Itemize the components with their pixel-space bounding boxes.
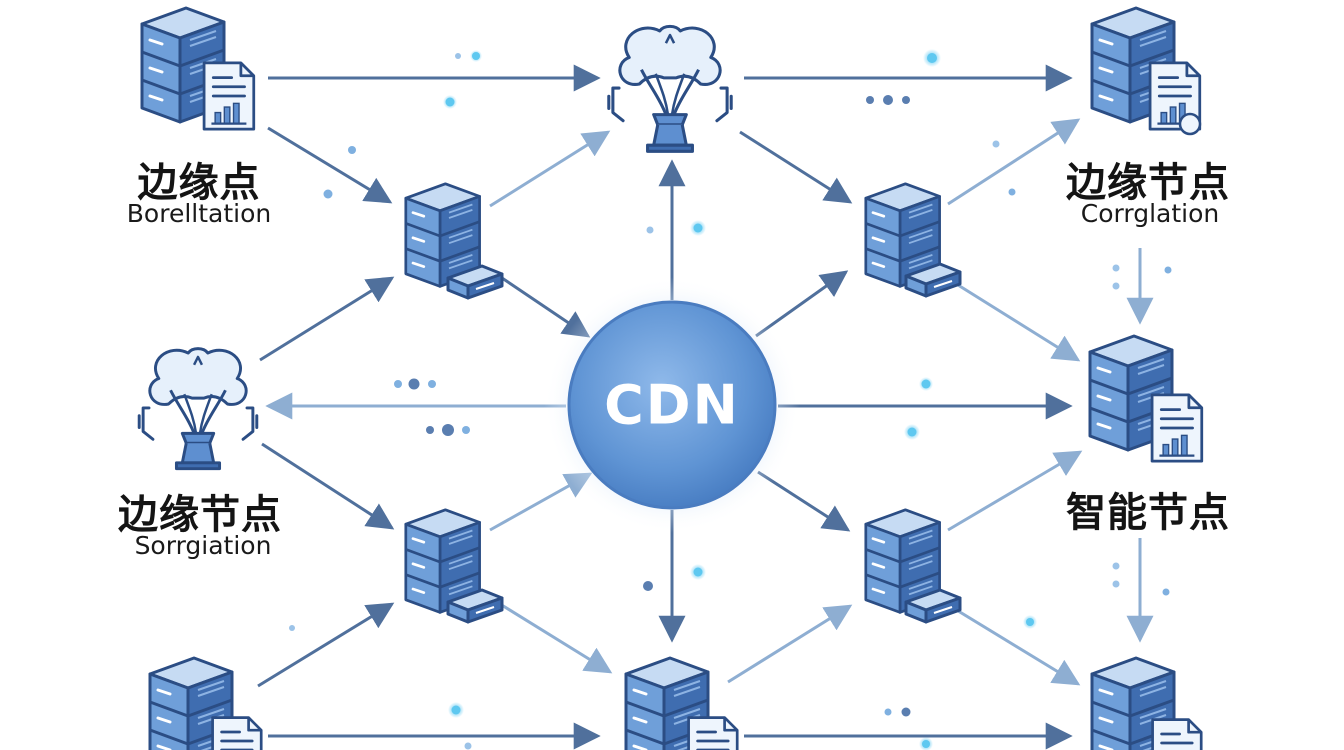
gear-badge-icon — [1178, 112, 1202, 136]
connection-arrows — [257, 64, 1154, 750]
server-node-right-middle — [1088, 334, 1204, 463]
data-particles — [289, 49, 1172, 750]
server-node-top-right — [1090, 6, 1202, 136]
document-chart-icon — [202, 61, 256, 131]
server-node-bottom-center — [624, 656, 739, 750]
fountain-origin-icon — [137, 347, 259, 471]
server-node-right-upper — [864, 182, 962, 298]
fountain-origin-icon — [607, 24, 733, 153]
origin-node-left — [137, 347, 259, 471]
node-title-top-right: 边缘节点 — [1066, 160, 1230, 206]
server-node-right-lower — [864, 508, 962, 624]
node-title-mid-right: 智能节点 — [1066, 490, 1230, 536]
node-title-mid-left: 边缘节点 — [118, 492, 282, 538]
server-node-bottom-right — [1090, 656, 1203, 750]
cdn-hub — [544, 277, 800, 533]
server-node-bottom-left — [148, 656, 263, 750]
node-subtitle-top-left: Borelltation — [126, 199, 272, 228]
server-node-top-left — [140, 6, 256, 131]
node-subtitle-top-right: Corrglation — [1080, 199, 1220, 228]
document-chart-icon — [211, 716, 263, 750]
node-subtitle-mid-left: Sorrgiation — [134, 531, 272, 560]
node-title-top-left: 边缘点 — [137, 160, 261, 206]
document-chart-icon — [1150, 393, 1204, 463]
origin-node-top — [607, 24, 733, 153]
document-chart-icon — [1151, 718, 1203, 750]
server-node-left-lower — [404, 508, 504, 624]
cdn-hub-label: CDN — [604, 373, 740, 437]
server-node-left-upper — [404, 182, 504, 300]
document-chart-icon — [687, 716, 739, 750]
